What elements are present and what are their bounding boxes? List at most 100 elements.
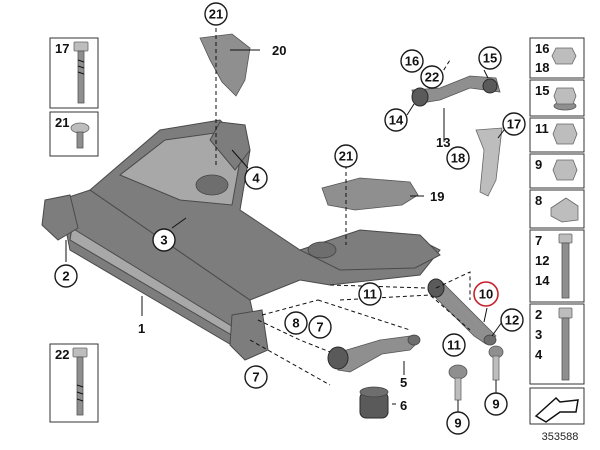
callout-9-left[interactable]: 9 [446, 411, 470, 435]
bolt-icon [558, 307, 573, 381]
part-box-9[interactable]: 9 [529, 153, 585, 189]
callout-3-label: 3 [160, 233, 167, 248]
part-box-16-label: 16 [535, 41, 549, 56]
callout-5-label: 5 [400, 375, 407, 390]
callouts: 21 20 4 3 2 1 21 19 16 [54, 2, 526, 435]
callout-13[interactable]: 13 [436, 135, 450, 150]
lower-wishbone-5[interactable] [327, 334, 421, 373]
part-box-21[interactable]: 21 [49, 111, 99, 157]
callout-11-lower-label: 11 [447, 338, 461, 353]
ball-joint-9-right[interactable] [488, 345, 504, 381]
bracket-18[interactable] [475, 127, 503, 197]
callout-8-label: 8 [292, 316, 299, 331]
callout-14-label: 14 [389, 113, 404, 128]
upper-control-arm-13[interactable] [411, 75, 501, 107]
part-box-12-label: 12 [535, 253, 549, 268]
callout-11-right[interactable]: 11 [358, 282, 382, 306]
part-box-11[interactable]: 11 [529, 117, 585, 153]
callout-7-center[interactable]: 7 [308, 315, 332, 339]
ball-joint-9-left[interactable] [448, 364, 468, 401]
arrow-icon [534, 396, 579, 423]
part-box-18-label: 18 [535, 60, 549, 75]
part-box-11-label: 11 [535, 121, 549, 136]
part-box-22[interactable]: 22 [49, 343, 99, 423]
callout-2[interactable]: 2 [54, 264, 78, 288]
callout-20[interactable]: 20 [272, 43, 286, 58]
bolt-icon [72, 347, 88, 416]
nut-icon [552, 159, 578, 181]
callout-9-right-label: 9 [492, 397, 499, 412]
callout-11-lower[interactable]: 11 [442, 333, 466, 357]
callout-9-right[interactable]: 9 [484, 392, 508, 416]
callout-1-label: 1 [138, 321, 145, 336]
heat-shield-20[interactable] [199, 33, 251, 97]
part-box-8[interactable]: 8 [529, 189, 585, 229]
navigation-arrow-box[interactable] [529, 387, 585, 425]
right-parts-column: 16 18 15 11 9 8 7 [529, 37, 585, 443]
callout-3[interactable]: 3 [152, 228, 176, 252]
callout-14[interactable]: 14 [384, 108, 408, 132]
front-axle-subframe [41, 119, 441, 361]
part-box-14-label: 14 [535, 273, 550, 288]
reference-number: 353588 [542, 431, 579, 443]
callout-7-left-label: 7 [252, 370, 259, 385]
callout-2-label: 2 [62, 269, 69, 284]
part-box-4-label: 4 [535, 347, 543, 362]
part-box-2-3-4[interactable]: 2 3 4 [529, 303, 585, 385]
part-box-15-label: 15 [535, 83, 549, 98]
part-box-17-label: 17 [55, 41, 69, 56]
nut-icon [552, 123, 578, 145]
callout-5[interactable]: 5 [400, 375, 407, 390]
callout-7-left[interactable]: 7 [244, 365, 268, 389]
part-box-8-label: 8 [535, 193, 542, 208]
part-box-3-label: 3 [535, 327, 542, 342]
callout-22-upper[interactable]: 22 [420, 65, 444, 89]
callout-21-top-label: 21 [209, 7, 223, 22]
part-box-7-12-14[interactable]: 7 12 14 [529, 229, 585, 303]
callout-12-label: 12 [505, 313, 519, 328]
nut-icon [551, 47, 577, 65]
callout-10[interactable]: 10 [473, 281, 499, 307]
callout-4-label: 4 [252, 171, 260, 186]
left-parts-column: 17 21 22 [49, 37, 99, 423]
callout-9-left-label: 9 [454, 416, 461, 431]
callout-16[interactable]: 16 [400, 49, 424, 73]
callout-19[interactable]: 19 [430, 189, 444, 204]
tension-strut-10[interactable] [427, 278, 497, 346]
callout-18[interactable]: 18 [446, 146, 470, 170]
part-box-2-label: 2 [535, 307, 542, 322]
part-box-17[interactable]: 17 [49, 37, 99, 109]
callout-21-mid[interactable]: 21 [334, 144, 358, 168]
flange-nut-icon [553, 87, 577, 111]
bolt-icon [558, 233, 573, 299]
callout-1[interactable]: 1 [138, 321, 145, 336]
callout-17-label: 17 [507, 117, 521, 132]
callout-21-mid-label: 21 [339, 149, 353, 164]
callout-20-label: 20 [272, 43, 286, 58]
callout-10-label: 10 [479, 287, 493, 302]
callout-15[interactable]: 15 [478, 46, 502, 70]
leader-lines [65, 49, 505, 412]
callout-8[interactable]: 8 [284, 311, 308, 335]
clip-icon [550, 197, 579, 223]
callout-15-label: 15 [483, 51, 497, 66]
callout-4[interactable]: 4 [244, 166, 268, 190]
part-box-7-label: 7 [535, 233, 542, 248]
part-box-22-label: 22 [55, 347, 69, 362]
callout-17[interactable]: 17 [502, 112, 526, 136]
shield-19[interactable] [321, 177, 419, 211]
part-box-21-label: 21 [55, 115, 69, 130]
bolt-icon [73, 41, 89, 104]
callout-6[interactable]: 6 [400, 398, 407, 413]
callout-19-label: 19 [430, 189, 444, 204]
part-box-16-18[interactable]: 16 18 [529, 37, 585, 79]
callout-12[interactable]: 12 [500, 308, 524, 332]
part-box-9-label: 9 [535, 157, 542, 172]
callout-16-label: 16 [405, 54, 419, 69]
callout-21-top[interactable]: 21 [204, 2, 228, 26]
rubber-mount-6[interactable] [359, 386, 389, 419]
callout-22-upper-label: 22 [425, 70, 439, 85]
callout-11-right-label: 11 [363, 287, 377, 302]
part-box-15[interactable]: 15 [529, 79, 585, 117]
